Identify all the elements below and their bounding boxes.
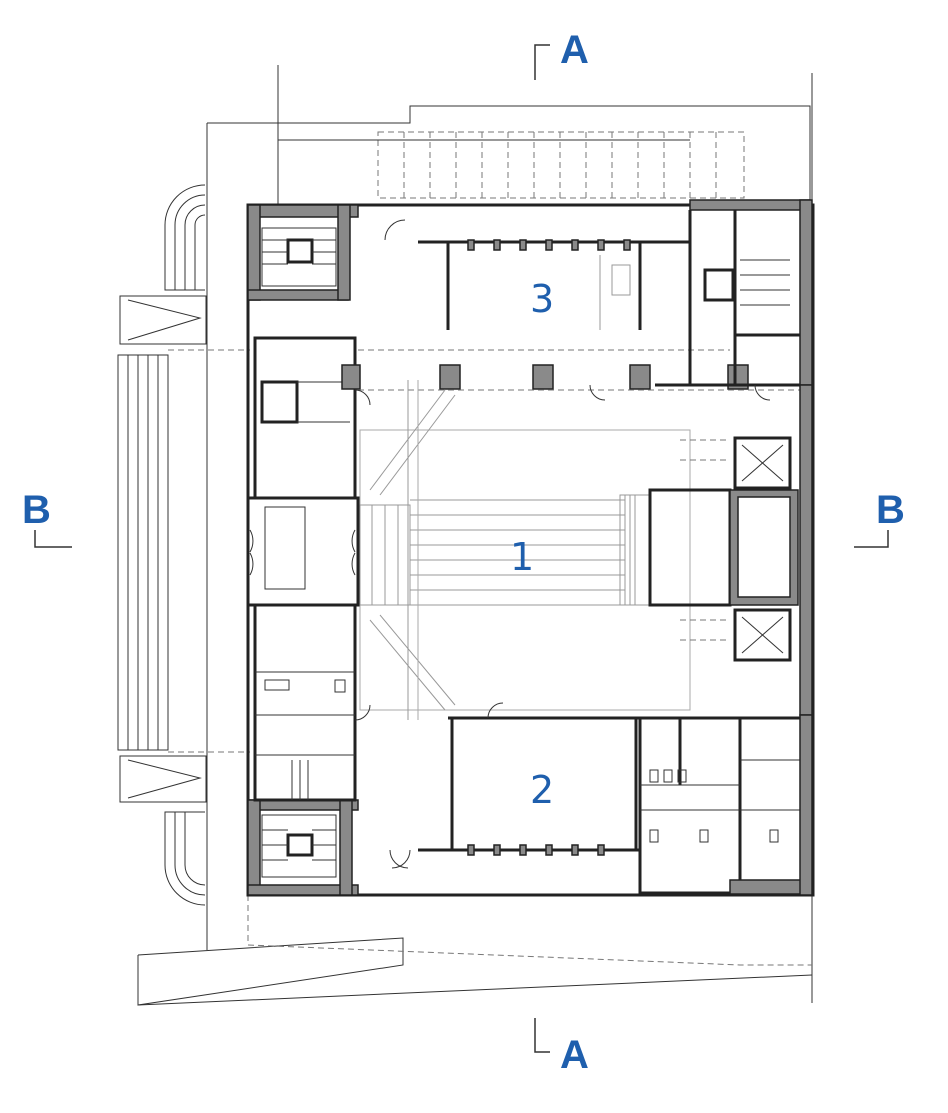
room-label-2: 2 — [530, 768, 554, 812]
section-marker-a-top: A — [534, 28, 589, 80]
ne-rooms — [655, 199, 813, 387]
west-stairs — [117, 184, 250, 906]
section-marker-b-right: B — [854, 488, 905, 548]
east-core — [648, 384, 813, 716]
section-label-b-right: B — [876, 488, 905, 532]
room-label-3: 3 — [530, 277, 554, 321]
room-3-walls — [358, 239, 800, 431]
section-label-b-left: B — [22, 488, 51, 532]
section-marker-b-left: B — [22, 488, 72, 548]
section-label-a-bottom: A — [560, 1033, 589, 1077]
section-marker-a-bottom: A — [534, 1018, 589, 1077]
nw-stair-core — [247, 204, 359, 301]
sw-stair-core — [247, 799, 359, 896]
room-1-hall — [359, 380, 730, 720]
terrace-grid — [278, 131, 745, 199]
west-entrance — [246, 496, 360, 607]
room-label-1: 1 — [510, 535, 534, 579]
section-label-a-top: A — [560, 28, 589, 72]
door-swings — [354, 219, 771, 869]
room-2-walls — [418, 702, 640, 856]
west-rooms — [253, 336, 361, 802]
se-toilets — [638, 714, 813, 896]
